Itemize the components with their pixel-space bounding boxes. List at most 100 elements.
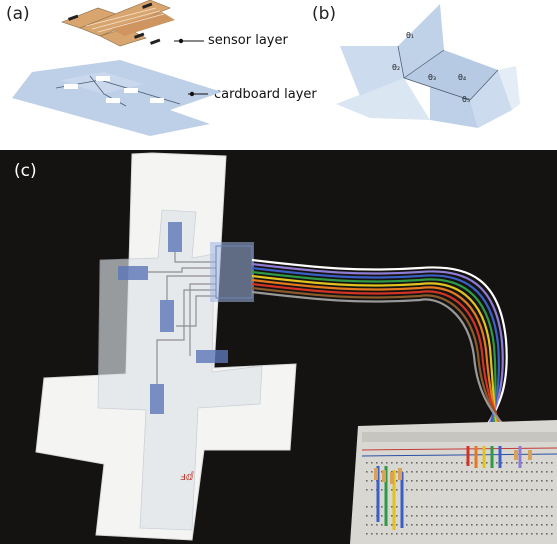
breadboard-hole [536,515,538,517]
breadboard-hole [481,462,483,464]
breadboard-hole [536,506,538,508]
breadboard-hole [396,533,398,535]
breadboard-hole [441,462,443,464]
breadboard-hole [416,480,418,482]
breadboard-hole [416,462,418,464]
breadboard-hole [451,515,453,517]
breadboard-hole [426,533,428,535]
angle-label-5: θ₅ [462,95,470,104]
breadboard-hole [551,515,553,517]
breadboard-hole [511,515,513,517]
breadboard-hole [461,462,463,464]
breadboard-hole [551,480,553,482]
breadboard-hole [511,506,513,508]
breadboard-hole [456,480,458,482]
breadboard-hole [546,506,548,508]
breadboard-hole [406,524,408,526]
breadboard-hole [521,462,523,464]
breadboard-hole [366,489,368,491]
breadboard-hole [501,515,503,517]
breadboard-hole [481,533,483,535]
breadboard-hole [441,471,443,473]
breadboard-hole [521,506,523,508]
breadboard-hole [551,471,553,473]
breadboard-hole [491,515,493,517]
breadboard-hole [476,515,478,517]
breadboard-hole [501,506,503,508]
breadboard-hole [451,533,453,535]
breadboard-hole [431,533,433,535]
breadboard-hole [471,480,473,482]
breadboard-hole [481,524,483,526]
breadboard-hole [391,506,393,508]
breadboard-hole [486,524,488,526]
breadboard-hole [481,471,483,473]
breadboard-hole [371,462,373,464]
breadboard-hole [521,489,523,491]
breadboard-hole [551,533,553,535]
breadboard-hole [486,462,488,464]
breadboard-hole [426,506,428,508]
angle-label-2: θ₂ [392,63,400,72]
breadboard-hole [551,506,553,508]
breadboard-hole [416,533,418,535]
breadboard-hole [381,533,383,535]
breadboard-hole [546,462,548,464]
breadboard-hole [511,533,513,535]
breadboard-hole [531,489,533,491]
breadboard-hole [406,462,408,464]
cardboard-layer-label: cardboard layer [214,87,317,102]
breadboard-hole [476,524,478,526]
breadboard-hole [551,524,553,526]
breadboard-hole [441,524,443,526]
breadboard-hole [531,480,533,482]
breadboard-hole [511,471,513,473]
breadboard-hole [516,471,518,473]
breadboard-hole [406,471,408,473]
angle-label-3: θ₃ [428,73,436,82]
breadboard-hole [396,462,398,464]
sensor-traces [148,252,217,384]
breadboard-hole [416,489,418,491]
breadboard-hole [461,515,463,517]
breadboard-hole [531,462,533,464]
breadboard-hole [496,462,498,464]
breadboard-hole [411,471,413,473]
breadboard-hole [426,489,428,491]
sensor-pad-1 [168,222,182,252]
breadboard-hole [466,506,468,508]
breadboard-hole [471,489,473,491]
breadboard-hole [496,506,498,508]
breadboard-hole [381,515,383,517]
breadboard-hole [491,480,493,482]
breadboard-hole [381,524,383,526]
breadboard-hole [516,480,518,482]
breadboard-hole [446,506,448,508]
angle-label-4: θ₄ [458,73,466,82]
breadboard-hole [446,524,448,526]
breadboard-hole [476,489,478,491]
breadboard-hole [481,515,483,517]
breadboard-hole [466,480,468,482]
breadboard-hole [446,515,448,517]
breadboard-hole [531,533,533,535]
breadboard-hole [546,471,548,473]
prototype-photo: (c) ⅎⅆ [0,150,557,544]
breadboard-hole [521,515,523,517]
breadboard-hole [541,489,543,491]
breadboard-hole [416,524,418,526]
breadboard-hole [421,489,423,491]
breadboard-hole [456,515,458,517]
breadboard-hole [411,506,413,508]
breadboard-hole [391,515,393,517]
breadboard-hole [471,515,473,517]
breadboard-hole [501,533,503,535]
breadboard-hole [391,533,393,535]
breadboard-hole [506,471,508,473]
breadboard-hole [526,480,528,482]
breadboard-hole [421,515,423,517]
breadboard-hole [491,471,493,473]
breadboard-hole [396,524,398,526]
breadboard-hole [396,489,398,491]
breadboard-hole [421,506,423,508]
